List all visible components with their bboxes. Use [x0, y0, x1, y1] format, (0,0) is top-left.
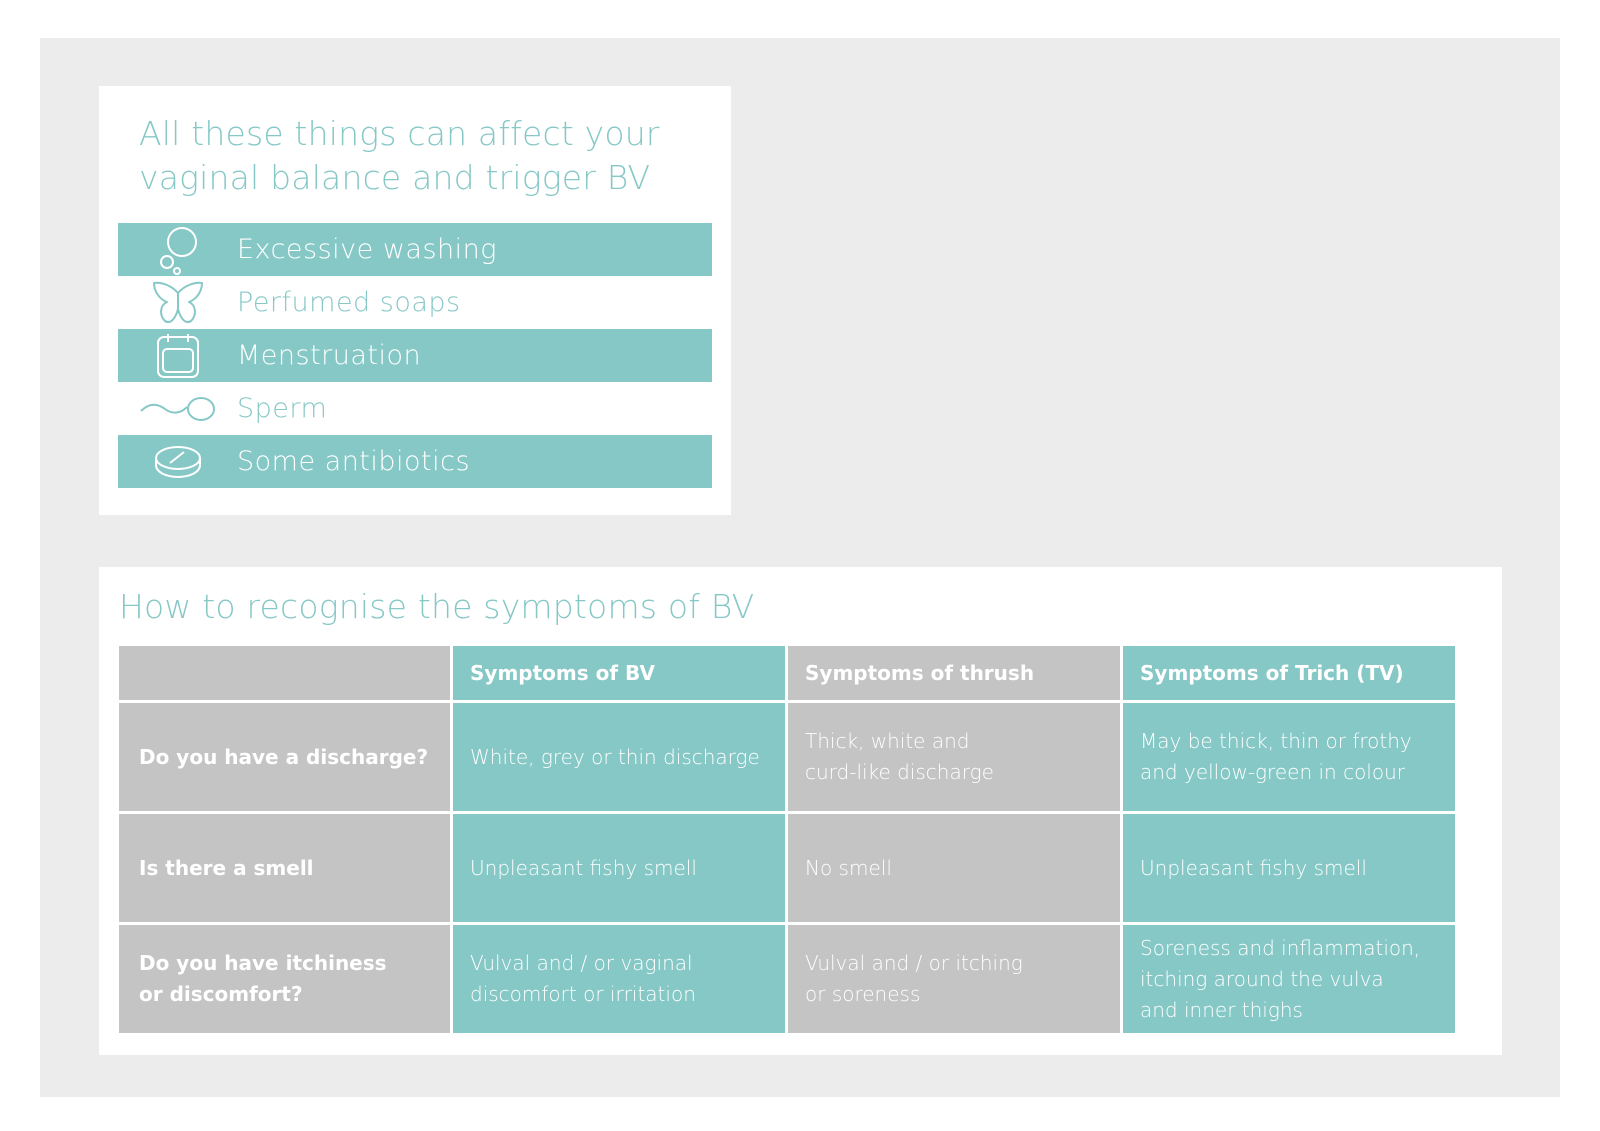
- triggers-card: All these things can affect your vaginal…: [99, 86, 731, 515]
- cell-thrush: Thick, white and curd-like discharge: [788, 703, 1120, 811]
- trigger-item-perfumed-soaps: Perfumed soaps: [118, 276, 712, 329]
- trigger-label: Menstruation: [237, 340, 422, 371]
- trigger-item-menstruation: Menstruation: [118, 329, 712, 382]
- triggers-heading: All these things can affect your vaginal…: [139, 114, 660, 197]
- triggers-list: Excessive washing Perfumed soaps: [118, 223, 712, 488]
- sperm-icon: [138, 382, 218, 435]
- row-question: Is there a smell: [119, 814, 450, 922]
- cell-bv: White, grey or thin discharge: [453, 703, 785, 811]
- cell-thrush: No smell: [788, 814, 1120, 922]
- trigger-label: Perfumed soaps: [237, 287, 461, 318]
- cell-trich: Soreness and inflammation, itching aroun…: [1123, 925, 1455, 1033]
- trigger-item-some-antibiotics: Some antibiotics: [118, 435, 712, 488]
- row-question: Do you have a discharge?: [119, 703, 450, 811]
- table-row: Do you have itchiness or discomfort? Vul…: [119, 925, 1455, 1033]
- trigger-label: Some antibiotics: [237, 446, 471, 477]
- symptoms-heading: How to recognise the symptoms of BV: [119, 587, 755, 626]
- header-cell-bv: Symptoms of BV: [453, 646, 785, 700]
- row-question: Do you have itchiness or discomfort?: [119, 925, 450, 1033]
- cell-trich: May be thick, thin or frothy and yellow-…: [1123, 703, 1455, 811]
- cell-bv: Vulval and / or vaginal discomfort or ir…: [453, 925, 785, 1033]
- background-panel: All these things can affect your vaginal…: [40, 38, 1560, 1097]
- header-cell-empty: [119, 646, 450, 700]
- symptoms-card: How to recognise the symptoms of BV Symp…: [99, 567, 1502, 1055]
- trigger-label: Sperm: [237, 393, 328, 424]
- pill-icon: [138, 435, 218, 488]
- header-cell-trich: Symptoms of Trich (TV): [1123, 646, 1455, 700]
- symptoms-table: Symptoms of BV Symptoms of thrush Sympto…: [116, 643, 1458, 1036]
- butterfly-icon: [138, 276, 218, 329]
- trigger-label: Excessive washing: [237, 234, 497, 265]
- calendar-icon: [138, 329, 218, 382]
- cell-trich: Unpleasant fishy smell: [1123, 814, 1455, 922]
- table-row: Do you have a discharge? White, grey or …: [119, 703, 1455, 811]
- table-header-row: Symptoms of BV Symptoms of thrush Sympto…: [119, 646, 1455, 700]
- table-row: Is there a smell Unpleasant fishy smell …: [119, 814, 1455, 922]
- bubbles-icon: [138, 223, 218, 276]
- trigger-item-excessive-washing: Excessive washing: [118, 223, 712, 276]
- cell-thrush: Vulval and / or itching or soreness: [788, 925, 1120, 1033]
- cell-bv: Unpleasant fishy smell: [453, 814, 785, 922]
- header-cell-thrush: Symptoms of thrush: [788, 646, 1120, 700]
- trigger-item-sperm: Sperm: [118, 382, 712, 435]
